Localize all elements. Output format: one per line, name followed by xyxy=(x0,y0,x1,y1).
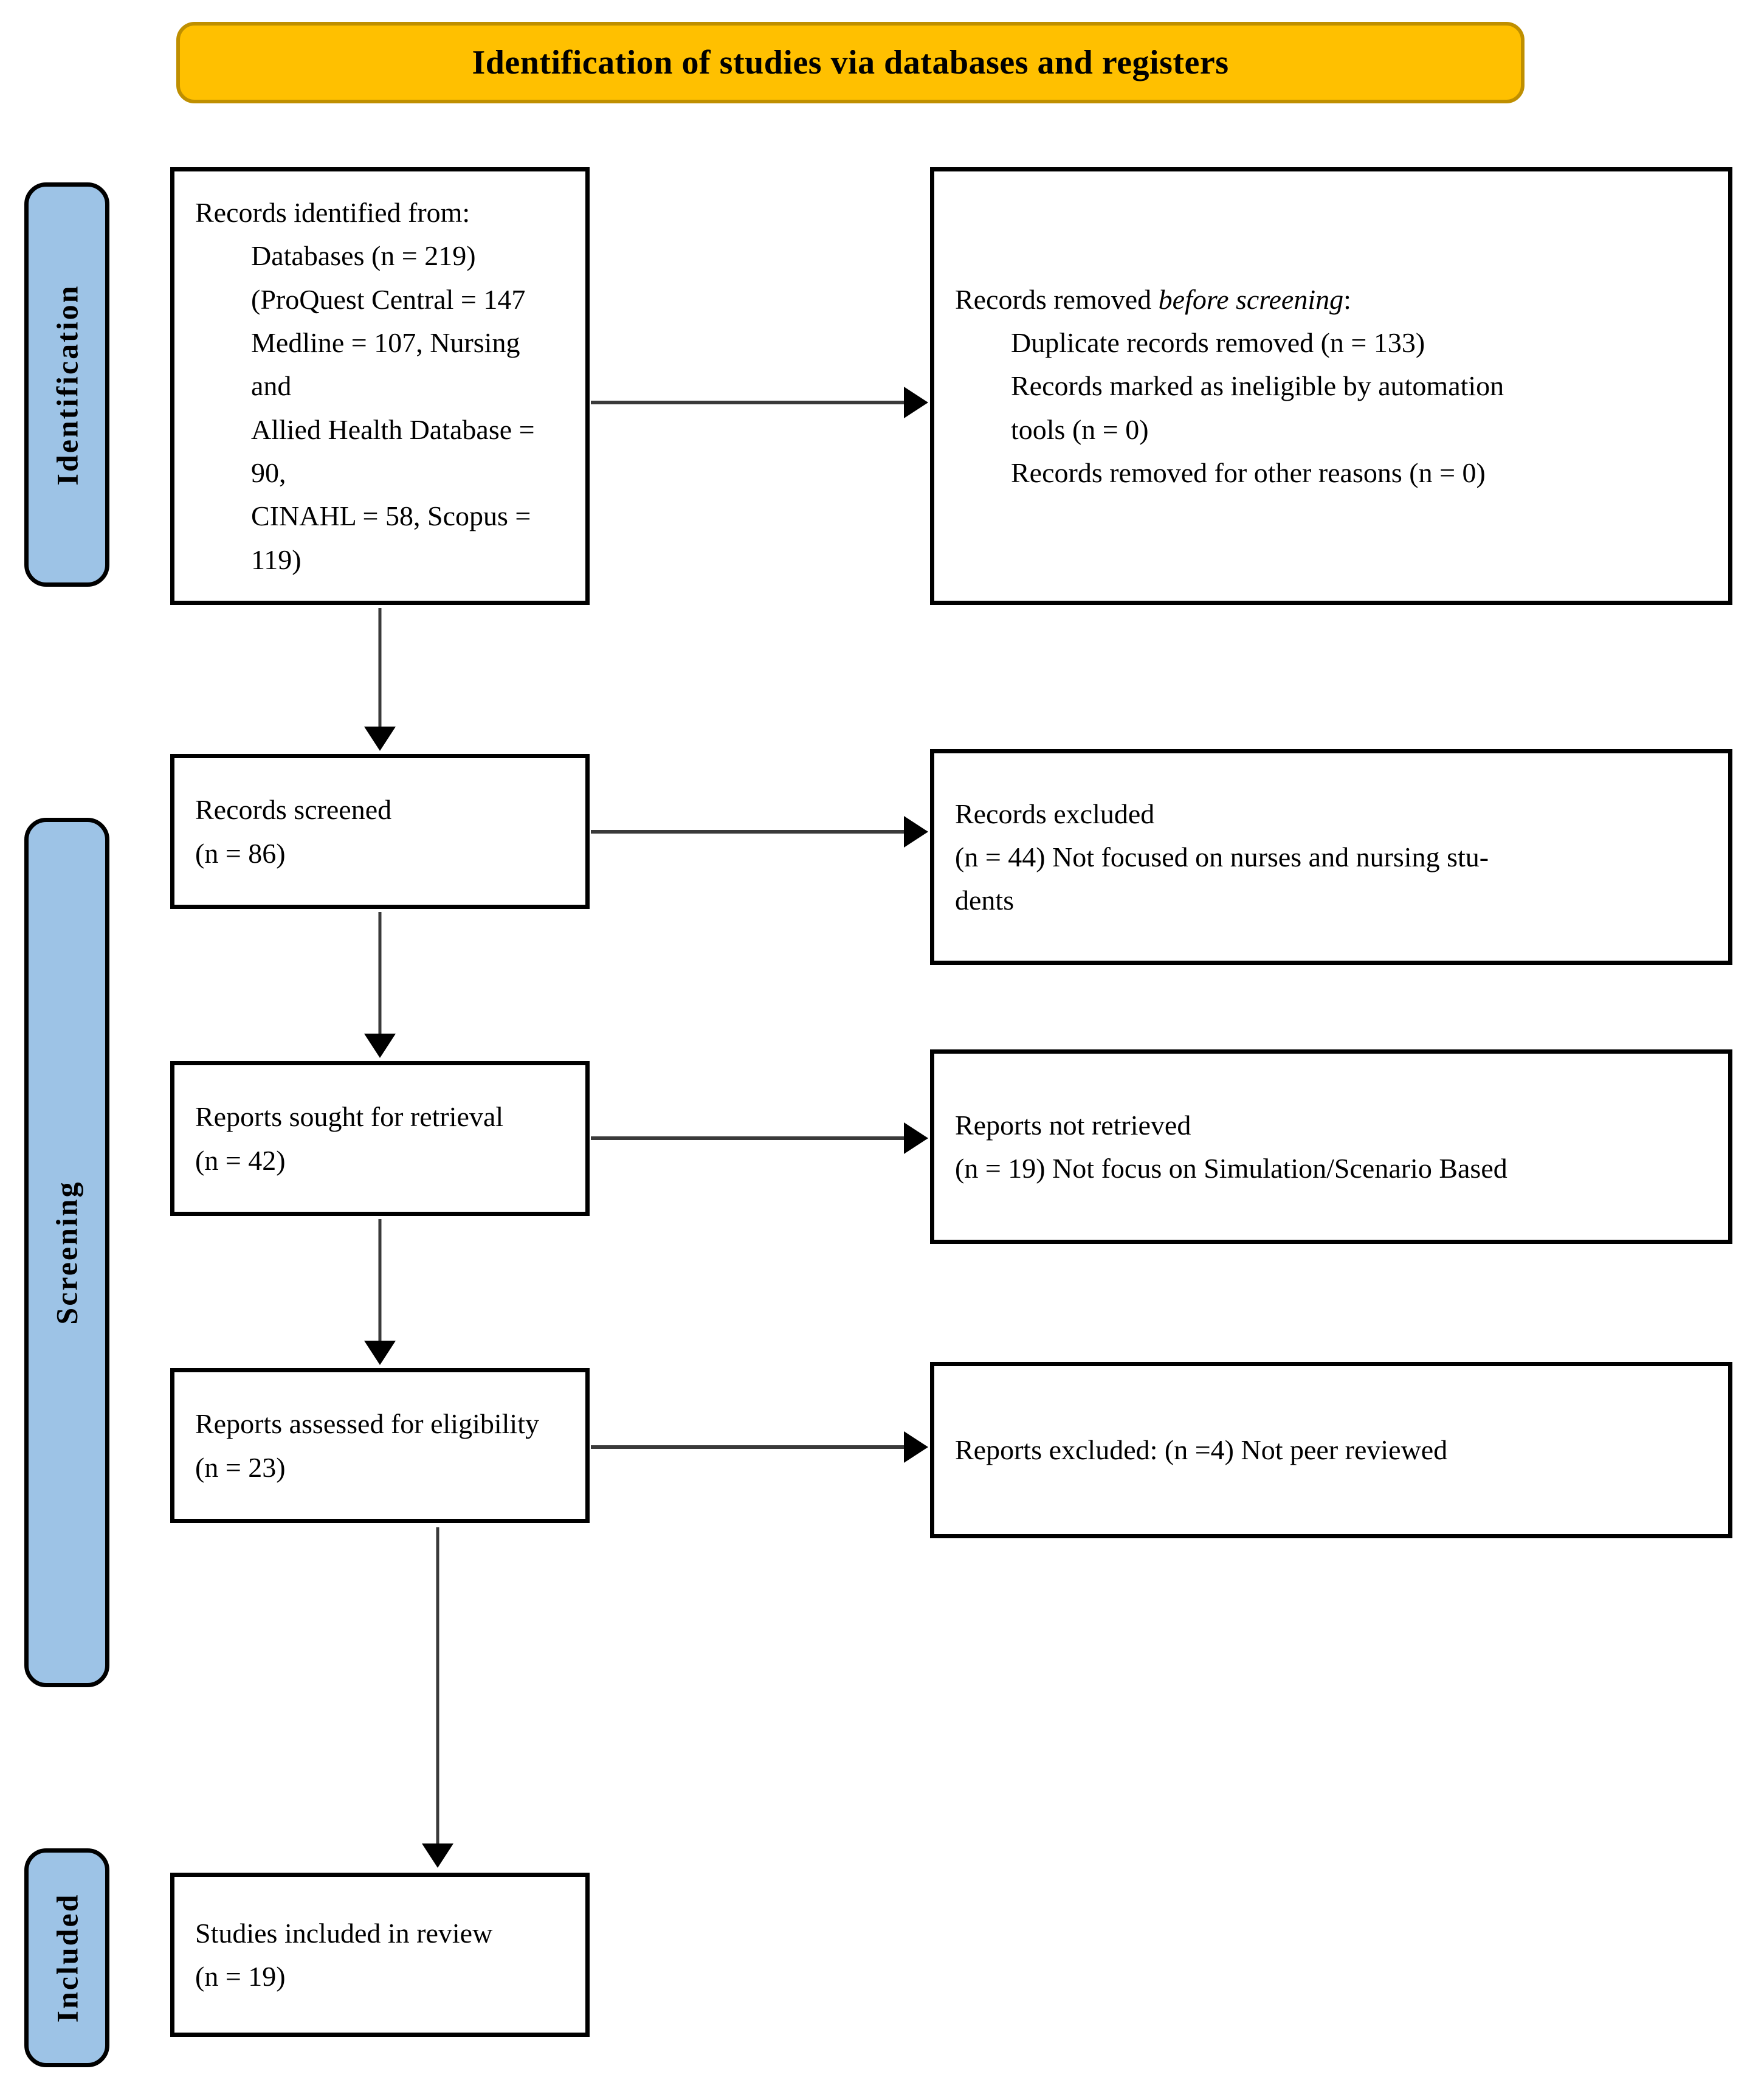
stage-label-screening: Screening xyxy=(24,818,109,1687)
stage-label-screening-text: Screening xyxy=(50,1180,84,1325)
arrow-head-down-icon xyxy=(364,1341,396,1365)
records-removed-line-1: Duplicate records removed (n = 133) xyxy=(1011,327,1425,359)
arrow-head-right-icon xyxy=(904,816,928,848)
records-identified-line-2: (ProQuest Central = 147 xyxy=(251,283,526,315)
arrow-head-right-icon xyxy=(904,1431,928,1463)
box-reports-not-retrieved: Reports not retrieved (n = 19) Not focus… xyxy=(930,1049,1732,1244)
records-removed-line-3: tools (n = 0) xyxy=(1011,413,1149,445)
records-removed-title: Records removed before screening: xyxy=(955,278,1707,321)
records-removed-line-4: Records removed for other reasons (n = 0… xyxy=(1011,457,1486,488)
studies-included-title: Studies included in review xyxy=(195,1917,493,1949)
reports-sought-count: (n = 42) xyxy=(195,1144,286,1176)
reports-sought-title: Reports sought for retrieval xyxy=(195,1101,504,1133)
diagram-header-banner: Identification of studies via databases … xyxy=(176,22,1525,103)
box-reports-sought: Reports sought for retrieval (n = 42) xyxy=(170,1061,590,1216)
arrow-stem xyxy=(591,401,904,404)
records-screened-count: (n = 86) xyxy=(195,837,286,869)
box-studies-included: Studies included in review (n = 19) xyxy=(170,1873,590,2037)
studies-included-count: (n = 19) xyxy=(195,1961,286,1992)
arrow-stem xyxy=(591,1136,904,1140)
arrow-stem xyxy=(436,1527,439,1843)
stage-label-included-text: Included xyxy=(50,1893,84,2023)
reports-excluded-line-1: Reports excluded: (n =4) Not peer review… xyxy=(955,1434,1448,1466)
arrow-stem xyxy=(378,912,382,1034)
records-excluded-title: Records excluded xyxy=(955,798,1155,829)
stage-label-identification-text: Identification xyxy=(50,284,84,485)
records-removed-title-suffix: : xyxy=(1343,283,1351,315)
records-removed-line-2: Records marked as ineligible by automati… xyxy=(1011,370,1504,402)
records-excluded-line-2: dents xyxy=(955,885,1015,916)
page-title: Identification of studies via databases … xyxy=(472,44,1229,81)
arrow-head-down-icon xyxy=(364,727,396,751)
records-removed-title-emphasis: before screening xyxy=(1158,283,1344,315)
reports-not-retrieved-line-1: (n = 19) Not focus on Simulation/Scenari… xyxy=(955,1153,1507,1184)
arrow-stem xyxy=(591,830,904,834)
records-identified-title: Records identified from: xyxy=(195,197,470,229)
records-excluded-line-1: (n = 44) Not focused on nurses and nursi… xyxy=(955,841,1489,872)
stage-label-identification: Identification xyxy=(24,182,109,587)
arrow-stem xyxy=(591,1445,904,1449)
arrow-stem xyxy=(378,1219,382,1341)
records-identified-line-4: Allied Health Database = 90, xyxy=(251,413,535,488)
stage-label-included: Included xyxy=(24,1848,109,2067)
arrow-head-down-icon xyxy=(364,1034,396,1058)
box-records-identified: Records identified from: Databases (n = … xyxy=(170,167,590,605)
reports-not-retrieved-title: Reports not retrieved xyxy=(955,1109,1191,1141)
box-reports-excluded: Reports excluded: (n =4) Not peer review… xyxy=(930,1362,1732,1538)
reports-assessed-count: (n = 23) xyxy=(195,1451,286,1483)
box-records-screened: Records screened (n = 86) xyxy=(170,754,590,909)
records-identified-line-3: Medline = 107, Nursing and xyxy=(251,327,520,402)
box-records-removed: Records removed before screening: Duplic… xyxy=(930,167,1732,605)
box-records-excluded: Records excluded (n = 44) Not focused on… xyxy=(930,749,1732,965)
arrow-head-right-icon xyxy=(904,387,928,418)
arrow-head-down-icon xyxy=(422,1843,453,1868)
arrow-head-right-icon xyxy=(904,1122,928,1154)
box-reports-assessed: Reports assessed for eligibility (n = 23… xyxy=(170,1368,590,1523)
arrow-stem xyxy=(378,608,382,727)
records-removed-title-prefix: Records removed xyxy=(955,283,1159,315)
records-screened-title: Records screened xyxy=(195,794,392,826)
reports-assessed-title: Reports assessed for eligibility xyxy=(195,1408,539,1440)
records-identified-line-1: Databases (n = 219) xyxy=(251,240,476,272)
records-identified-line-5: CINAHL = 58, Scopus = 119) xyxy=(251,500,531,575)
